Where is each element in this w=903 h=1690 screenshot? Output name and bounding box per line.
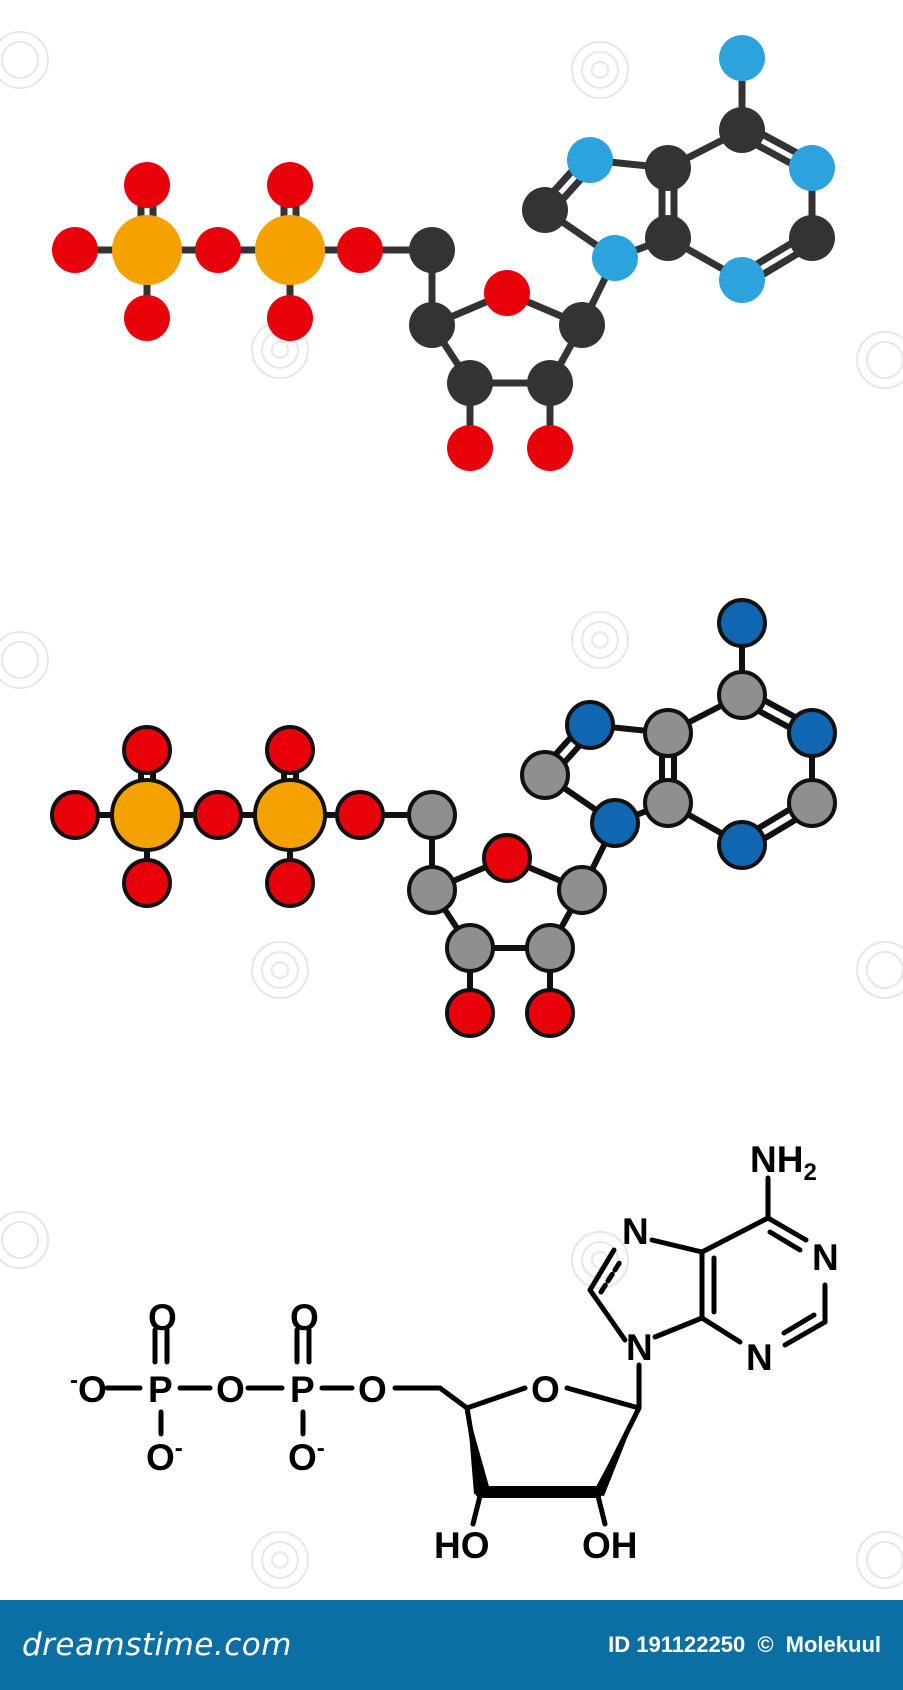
outlined-atom-o-p1-left (50, 790, 100, 840)
flat-atom-c6 (719, 107, 765, 153)
flat-atom-c2b (789, 215, 835, 261)
atom-label-n7: N (622, 1211, 649, 1252)
skeletal-labels: NH2 N N N N O O O P P O O -O O- O- HO OH (70, 1139, 839, 1566)
flat-atom-o3 (447, 425, 493, 471)
flat-atom-o-ring (484, 270, 530, 316)
ball-and-stick-model-outlined (50, 598, 837, 1038)
flat-atom-c4b (645, 215, 691, 261)
flat-atom-n3 (719, 257, 765, 303)
outlined-atom-c2 (525, 923, 575, 973)
outlined-atom-c5b (643, 708, 693, 758)
flat-atom-n7 (567, 137, 613, 183)
atom-label-o-link: O (358, 1369, 387, 1410)
atom-label-n9: N (626, 1327, 653, 1368)
flat-atom-c1 (559, 302, 605, 348)
flat-atom-o-p2-top (267, 162, 313, 208)
adp-molecule-diagram: NH2 N N N N O O O P P O O -O O- O- HO OH (0, 31, 903, 1589)
flat-atom-o2 (527, 425, 573, 471)
flat-atom-o-bridge (195, 227, 241, 273)
outlined-atom-n1 (787, 708, 837, 758)
flat-atom-o-p1-bottom (124, 295, 170, 341)
outlined-atom-c2b (787, 778, 837, 828)
atom-label-o-p1-bottom: O- (146, 1435, 183, 1478)
atom-label-o-p1-top: O (148, 1297, 177, 1338)
outlined-atom-p2 (253, 778, 327, 852)
outlined-atom-n7 (565, 700, 615, 750)
outlined-atom-n3 (717, 820, 767, 870)
atom-label-p2: P (290, 1369, 315, 1410)
outlined-atom-p1 (110, 778, 184, 852)
atom-label-nh2: NH2 (750, 1139, 817, 1186)
flat-atom-o-link (337, 227, 383, 273)
atom-label-ring-oxygen: O (531, 1369, 560, 1410)
image-id: ID 191122250 (608, 1632, 746, 1657)
flat-atom-nh2 (719, 35, 765, 81)
flat-atom-o-p1-left (52, 227, 98, 273)
outlined-atom-c3 (445, 923, 495, 973)
flat-atom-c8 (522, 187, 568, 233)
outlined-atom-c6 (717, 670, 767, 720)
image-credit: ID 191122250 © Molekuul (602, 1632, 881, 1658)
atom-label-n3: N (746, 1337, 773, 1378)
stock-footer: dreamstime.com ID 191122250 © Molekuul (0, 1600, 903, 1690)
flat-atom-c4 (409, 302, 455, 348)
flat-atom-o-p1-top (124, 162, 170, 208)
outlined-atom-o2 (525, 988, 575, 1038)
atom-label-o-p1-left: -O (70, 1367, 107, 1410)
flat-atom-c5 (409, 227, 455, 273)
outlined-atom-o-bridge (193, 790, 243, 840)
outlined-atom-o-ring (482, 833, 532, 883)
ball-and-stick-model-flat (52, 35, 835, 471)
outlined-atom-o-link (335, 790, 385, 840)
outlined-atom-nh2 (717, 598, 767, 648)
outlined-atom-c8 (520, 750, 570, 800)
flat-atom-p2 (255, 215, 325, 285)
atom-label-o-p2-bottom: O- (288, 1435, 325, 1478)
atom-label-oh-right: OH (582, 1525, 638, 1566)
atom-label-p1: P (148, 1369, 173, 1410)
outlined-atom-n9 (590, 798, 640, 848)
atom-label-o-bridge: O (216, 1369, 245, 1410)
skeletal-bonds (104, 1175, 828, 1527)
outlined-atom-o-p1-top (122, 725, 172, 775)
outlined-atom-o-p2-bottom (265, 858, 315, 908)
outlined-atom-c5 (407, 790, 457, 840)
copyright-symbol: © (757, 1632, 774, 1657)
atom-label-ho-left: HO (434, 1525, 490, 1566)
flat-atom-n9 (592, 235, 638, 281)
outlined-atom-o-p1-bottom (122, 858, 172, 908)
dreamstime-logo: dreamstime.com (22, 1627, 292, 1663)
outlined-atom-c1 (557, 865, 607, 915)
outlined-atom-o-p2-top (265, 725, 315, 775)
flat-atom-c3 (447, 360, 493, 406)
flat-atom-c5b (645, 145, 691, 191)
flat-atom-o-p2-bottom (267, 295, 313, 341)
flat-atom-n1 (789, 145, 835, 191)
flat-atom-p1 (112, 215, 182, 285)
author-name: Molekuul (785, 1632, 881, 1657)
atom-label-o-p2-top: O (290, 1297, 319, 1338)
outlined-atom-c4 (407, 865, 457, 915)
outlined-atom-o3 (445, 988, 495, 1038)
flat-atom-c2 (527, 360, 573, 406)
skeletal-formula: NH2 N N N N O O O P P O O -O O- O- HO OH (70, 1139, 839, 1566)
watermark (0, 31, 903, 1589)
atom-label-n1: N (812, 1237, 839, 1278)
outlined-atom-c4b (643, 778, 693, 828)
